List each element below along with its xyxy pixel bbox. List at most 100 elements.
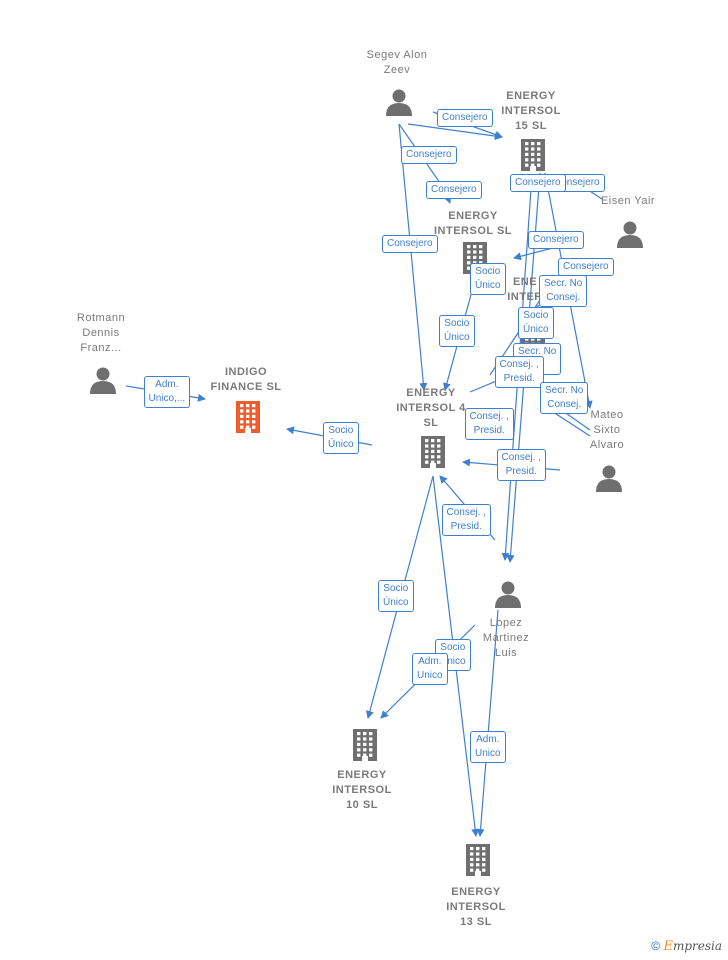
node-label-line: Luis <box>494 647 518 659</box>
edge-label-line: Secr. No <box>518 346 557 357</box>
edge-label[interactable]: Consej. ,Presid. <box>464 408 514 440</box>
edge-label[interactable]: Consej. , Presid. <box>494 356 544 388</box>
edge-label-line: Consej. , <box>469 411 509 422</box>
node-label-line: Martinez <box>482 632 530 644</box>
edge-label-line: Único <box>440 656 466 667</box>
edge-label[interactable]: Consejero <box>528 231 584 249</box>
edge-label-line: Único <box>328 439 354 450</box>
node-label-indigo[interactable]: INDIGO FINANCE SL <box>191 365 301 395</box>
edge-label[interactable]: Consejero <box>401 146 457 164</box>
edge-label-line: Consej. <box>547 399 582 410</box>
node-label-line: Eisen Yair <box>600 195 656 207</box>
edge-1 <box>407 123 503 141</box>
node-label-line: FINANCE SL <box>210 381 282 393</box>
edge-label[interactable]: Consej. ,Presid. <box>441 504 491 536</box>
edge-label-line: Único <box>475 280 501 291</box>
node-label-line: 15 SL <box>515 120 547 132</box>
edge-label-line: Consejero <box>387 238 433 249</box>
node-label-line: Alvaro <box>589 439 625 451</box>
node-label-line: INDIGO <box>224 366 268 378</box>
edge-label-line: Consejero <box>431 184 477 195</box>
edge-label-line: Consejero <box>563 261 609 272</box>
node-label-line: INTERSOL 4 <box>396 402 466 414</box>
node-label-ehid[interactable]: ENEINTERS <box>470 275 580 320</box>
node-label-esl[interactable]: ENERGY INTERSOL SL <box>418 209 528 239</box>
node-label-line: Rotmann <box>76 312 126 324</box>
building-icon[interactable] <box>466 844 490 876</box>
edge-label-line: Socio <box>383 583 409 594</box>
edge-label-line: Presid. <box>503 373 535 384</box>
edge-label-line: Consej. <box>546 292 581 303</box>
node-label-line: Zeev <box>383 64 411 76</box>
node-label-line: ENERGY <box>506 90 556 102</box>
person-icon[interactable] <box>90 367 116 395</box>
edge-label-line: Socio <box>475 266 501 277</box>
node-label-line: ENERGY <box>337 769 387 781</box>
node-label-line: Franz... <box>80 342 122 354</box>
edge-label-line: Unico <box>475 748 501 759</box>
building-icon[interactable] <box>353 729 377 761</box>
node-label-eisen[interactable]: Eisen Yair <box>573 194 683 209</box>
building-icon[interactable] <box>421 436 445 468</box>
edge-label-line: Presid. <box>505 466 537 477</box>
node-label-line: INTERSOL <box>501 105 561 117</box>
node-label-line: SL <box>423 417 439 429</box>
node-label-e15[interactable]: ENERGY INTERSOL 15 SL <box>476 89 586 134</box>
node-label-line: ENE <box>512 276 538 288</box>
node-label-line: Segev Alon <box>366 49 428 61</box>
edge-label[interactable]: Consejero <box>558 258 614 276</box>
edge-label-line: Consejero <box>554 177 600 188</box>
edge-label-line: Presid. <box>450 521 482 532</box>
edge-label[interactable]: Consejero <box>426 181 482 199</box>
edge-label-line: Adm. <box>155 379 179 390</box>
footer-brand: © Empresia <box>651 939 722 954</box>
node-label-line: INTERSOL <box>446 901 506 913</box>
edge-label-line: Socio <box>328 425 354 436</box>
edge-label[interactable]: Adm.Unico,... <box>143 376 191 408</box>
edge-label-line: Único <box>523 324 549 335</box>
person-icon[interactable] <box>596 465 622 493</box>
edge-label-line: Consejero <box>533 234 579 245</box>
edge-label[interactable]: Consej. ,Presid. <box>496 449 546 481</box>
edge-2 <box>398 123 428 391</box>
edge-label[interactable]: Consejero <box>382 235 438 253</box>
node-label-line: Lopez <box>489 617 523 629</box>
node-label-line: Sixto <box>593 424 621 436</box>
edge-23 <box>476 609 499 837</box>
edge-label[interactable]: Adm.Unico <box>470 731 506 763</box>
person-icon[interactable] <box>495 581 521 609</box>
person-icon[interactable] <box>386 89 412 117</box>
edge-label[interactable]: Consejero <box>437 109 493 127</box>
edge-label-line: Consejero <box>442 112 488 123</box>
edge-label[interactable]: Adm.Unico <box>412 653 448 685</box>
edge-label-line: Único <box>383 597 409 608</box>
person-icon[interactable] <box>617 221 643 249</box>
node-label-line: ENERGY <box>448 210 498 222</box>
brand-initial: E <box>663 939 673 954</box>
node-label-line: 10 SL <box>346 799 378 811</box>
edge-label-line: Socio <box>440 642 466 653</box>
edge-label[interactable]: Consejero <box>510 174 566 192</box>
building-icon[interactable] <box>521 139 545 171</box>
edge-label-line: Socio <box>444 318 470 329</box>
building-icon[interactable] <box>236 401 260 433</box>
edge-label-line: Consej. , <box>499 359 539 370</box>
edge-label-line: Consejero <box>515 177 561 188</box>
node-label-line: INTERSOL SL <box>433 225 513 237</box>
